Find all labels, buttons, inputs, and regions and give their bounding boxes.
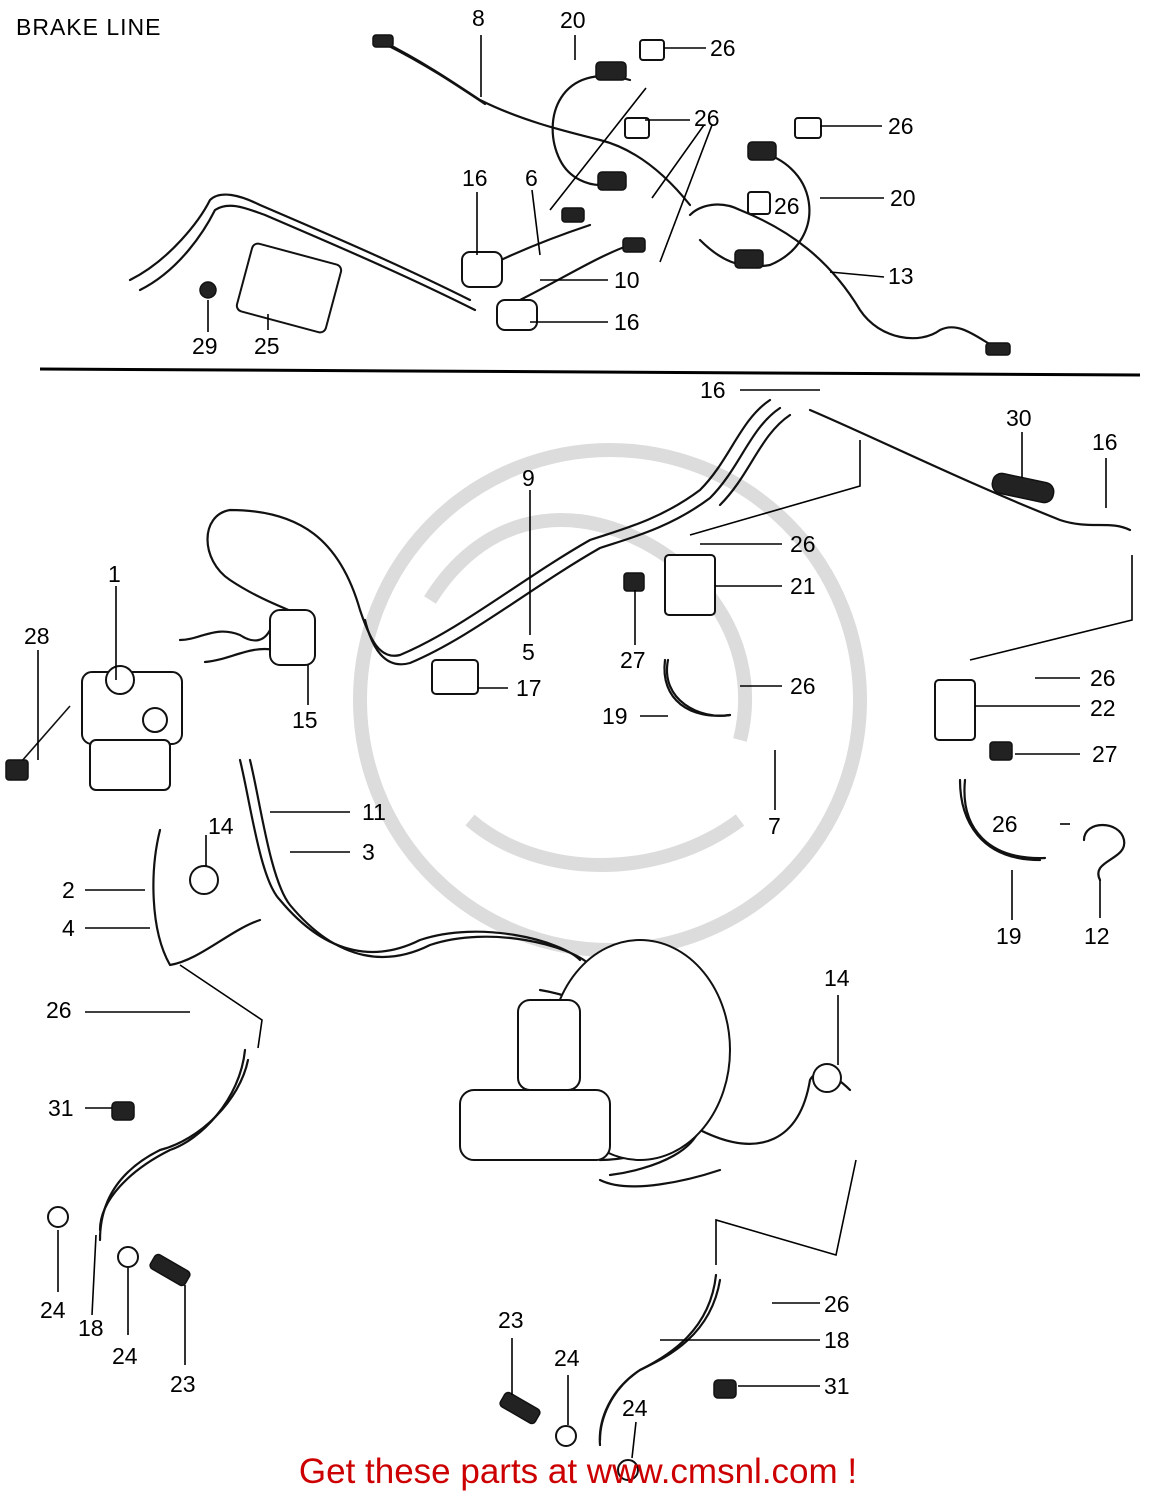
callout-10: 10: [614, 267, 640, 293]
callout-15: 15: [292, 707, 318, 733]
callout-17: 17: [516, 675, 542, 701]
callout-19: 19: [996, 923, 1022, 949]
callout-31: 31: [824, 1373, 850, 1399]
callout-16: 16: [1092, 429, 1118, 455]
callout-24: 24: [112, 1343, 138, 1369]
callout-24: 24: [622, 1395, 648, 1421]
callout-11: 11: [362, 799, 386, 825]
callout-24: 24: [40, 1297, 66, 1323]
callout-2: 2: [62, 877, 75, 903]
callout-16: 16: [614, 309, 640, 335]
callout-12: 12: [1084, 923, 1110, 949]
lower-assembly: [5, 398, 1132, 1481]
callout-26: 26: [888, 113, 914, 139]
callout-23: 23: [498, 1307, 524, 1333]
callout-5: 5: [522, 639, 535, 665]
callout-24: 24: [554, 1345, 580, 1371]
callout-13: 13: [888, 263, 914, 289]
callout-19: 19: [602, 703, 628, 729]
callout-30: 30: [1006, 405, 1032, 431]
callout-26: 26: [694, 105, 720, 131]
diagram-title: BRAKE LINE: [16, 14, 162, 40]
callout-20: 20: [890, 185, 916, 211]
callout-6: 6: [525, 165, 538, 191]
callout-26: 26: [46, 997, 72, 1023]
callout-4: 4: [62, 915, 75, 941]
callout-26: 26: [824, 1291, 850, 1317]
callout-27: 27: [620, 647, 646, 673]
callout-25: 25: [254, 333, 280, 359]
callout-8: 8: [472, 5, 485, 31]
callout-27: 27: [1092, 741, 1118, 767]
callout-22: 22: [1090, 695, 1116, 721]
callout-3: 3: [362, 839, 375, 865]
callout-14: 14: [824, 965, 850, 991]
callout-16: 16: [700, 377, 726, 403]
upper-assembly: [128, 34, 1011, 356]
callout-18: 18: [78, 1315, 104, 1341]
callout-20: 20: [560, 7, 586, 33]
callout-26: 26: [790, 673, 816, 699]
callout-18: 18: [824, 1327, 850, 1353]
callout-16: 16: [462, 165, 488, 191]
callout-26: 26: [992, 811, 1018, 837]
watermark-logo: [353, 443, 867, 957]
callout-26: 26: [1090, 665, 1116, 691]
callout-29: 29: [192, 333, 218, 359]
callout-1: 1: [108, 561, 121, 587]
callout-labels: 8 20 26 26 26 16 6 26 20 13 10 16 29 25 …: [24, 5, 1118, 1421]
callout-26: 26: [790, 531, 816, 557]
callout-7: 7: [768, 813, 781, 839]
callout-26: 26: [774, 193, 800, 219]
callout-21: 21: [790, 573, 816, 599]
callout-26: 26: [710, 35, 736, 61]
leader-lines: [37, 35, 1133, 1459]
callout-31: 31: [48, 1095, 74, 1121]
callout-14: 14: [208, 813, 234, 839]
callout-23: 23: [170, 1371, 196, 1397]
section-divider: [39, 367, 1141, 377]
callout-28: 28: [24, 623, 50, 649]
cmsnl-link[interactable]: Get these parts at www.cmsnl.com !: [298, 1452, 858, 1491]
callout-9: 9: [522, 465, 535, 491]
